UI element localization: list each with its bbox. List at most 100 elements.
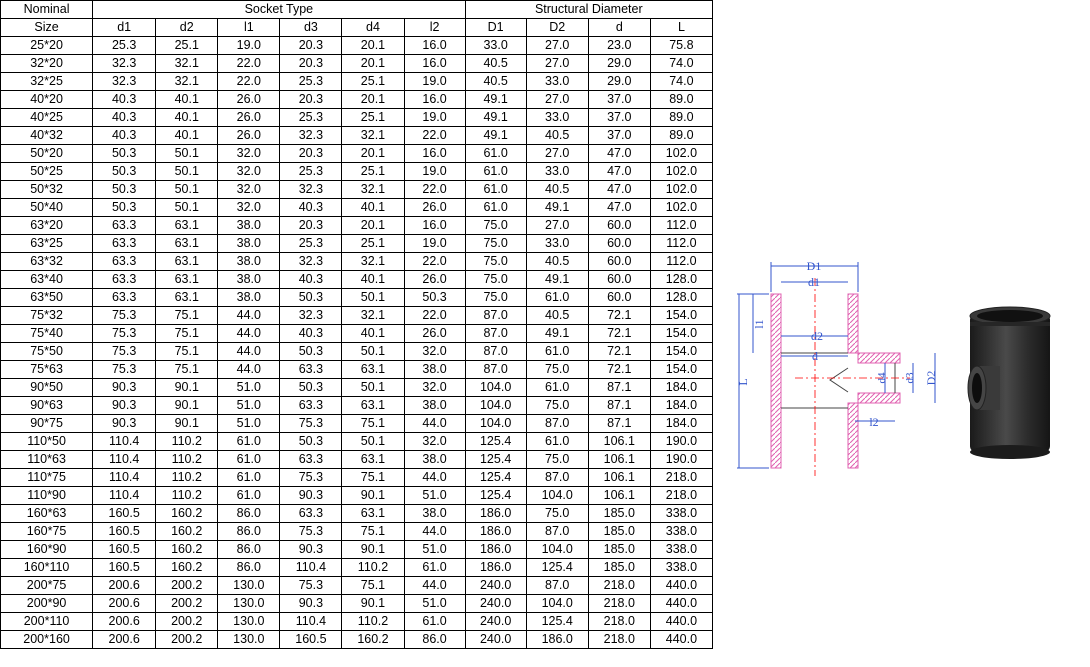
table-cell: 32.0 xyxy=(403,342,466,361)
table-cell: 38.0 xyxy=(217,216,281,235)
label-d4: d4 xyxy=(876,372,888,384)
table-cell: 112.0 xyxy=(649,252,714,271)
table-cell: 110.2 xyxy=(155,450,219,469)
table-cell: 63.1 xyxy=(155,288,219,307)
table-cell: 184.0 xyxy=(649,414,714,433)
table-cell: 63.1 xyxy=(155,234,219,253)
table-cell: 75.3 xyxy=(279,468,343,487)
table-cell: 26.0 xyxy=(403,198,466,217)
table-cell: 61.0 xyxy=(525,288,589,307)
table-cell: 75.3 xyxy=(279,414,343,433)
table-cell: 50.3 xyxy=(92,162,157,181)
table-cell: 110.4 xyxy=(92,432,157,451)
table-cell: 61.0 xyxy=(525,432,589,451)
table-cell: 50.3 xyxy=(279,342,343,361)
table-cell: 90.1 xyxy=(155,378,219,397)
table-cell: 185.0 xyxy=(587,522,651,541)
column-header: d3 xyxy=(279,18,343,37)
table-cell: 75.1 xyxy=(155,324,219,343)
table-cell: 104.0 xyxy=(464,414,527,433)
table-cell: 75.0 xyxy=(464,216,527,235)
table-cell: 110*63 xyxy=(0,450,94,469)
table-cell: 72.1 xyxy=(587,342,651,361)
label-d2: d2 xyxy=(811,329,823,343)
table-cell: 32.0 xyxy=(217,180,281,199)
table-cell: 75.1 xyxy=(341,414,405,433)
table-cell: 51.0 xyxy=(403,486,466,505)
table-cell: 20.1 xyxy=(341,216,405,235)
table-cell: 86.0 xyxy=(403,630,466,649)
table-cell: 186.0 xyxy=(464,504,527,523)
table-cell: 125.4 xyxy=(464,450,527,469)
table-cell: 40.3 xyxy=(92,90,157,109)
table-cell: 218.0 xyxy=(587,630,651,649)
table-cell: 110.4 xyxy=(92,450,157,469)
table-cell: 240.0 xyxy=(464,594,527,613)
table-cell: 75.0 xyxy=(464,252,527,271)
table-cell: 75.1 xyxy=(155,342,219,361)
table-cell: 125.4 xyxy=(525,558,589,577)
table-cell: 72.1 xyxy=(587,324,651,343)
table-cell: 61.0 xyxy=(525,342,589,361)
table-cell: 63.1 xyxy=(155,252,219,271)
table-cell: 50.3 xyxy=(279,288,343,307)
table-cell: 40.1 xyxy=(341,324,405,343)
table-cell: 47.0 xyxy=(587,144,651,163)
table-cell: 61.0 xyxy=(403,612,466,631)
table-cell: 25.3 xyxy=(279,234,343,253)
table-cell: 89.0 xyxy=(649,108,714,127)
table-cell: 50.3 xyxy=(279,432,343,451)
table-cell: 200.2 xyxy=(155,630,219,649)
table-cell: 75.1 xyxy=(341,522,405,541)
table-cell: 38.0 xyxy=(403,504,466,523)
table-cell: 61.0 xyxy=(217,432,281,451)
table-cell: 160.2 xyxy=(155,540,219,559)
column-header: d xyxy=(587,18,651,37)
table-cell: 90.3 xyxy=(279,540,343,559)
table-cell: 40.5 xyxy=(464,72,527,91)
table-cell: 75.0 xyxy=(525,504,589,523)
table-cell: 154.0 xyxy=(649,324,714,343)
table-cell: 63*25 xyxy=(0,234,94,253)
table-cell: 160.5 xyxy=(279,630,343,649)
table-cell: 38.0 xyxy=(217,234,281,253)
table-cell: 19.0 xyxy=(403,72,466,91)
table-cell: 44.0 xyxy=(217,324,281,343)
table-cell: 63*32 xyxy=(0,252,94,271)
table-cell: 154.0 xyxy=(649,306,714,325)
table-cell: 130.0 xyxy=(217,594,281,613)
table-cell: 38.0 xyxy=(217,252,281,271)
table-cell: 40.5 xyxy=(525,252,589,271)
table-cell: 75.3 xyxy=(279,522,343,541)
table-cell: 218.0 xyxy=(587,612,651,631)
table-cell: 90.1 xyxy=(155,414,219,433)
table-cell: 338.0 xyxy=(649,540,714,559)
table-cell: 87.0 xyxy=(464,342,527,361)
table-cell: 89.0 xyxy=(649,90,714,109)
table-cell: 32.0 xyxy=(217,144,281,163)
table-cell: 190.0 xyxy=(649,450,714,469)
table-cell: 75.0 xyxy=(525,450,589,469)
table-cell: 160*110 xyxy=(0,558,94,577)
table-cell: 20.3 xyxy=(279,144,343,163)
table-cell: 20.1 xyxy=(341,90,405,109)
table-cell: 75*50 xyxy=(0,342,94,361)
table-cell: 44.0 xyxy=(217,306,281,325)
table-cell: 160.5 xyxy=(92,504,157,523)
table-cell: 50.1 xyxy=(341,378,405,397)
table-cell: 33.0 xyxy=(464,36,527,55)
table-cell: 44.0 xyxy=(403,522,466,541)
table-cell: 40*32 xyxy=(0,126,94,145)
table-cell: 27.0 xyxy=(525,144,589,163)
table-cell: 63*20 xyxy=(0,216,94,235)
table-cell: 38.0 xyxy=(403,450,466,469)
